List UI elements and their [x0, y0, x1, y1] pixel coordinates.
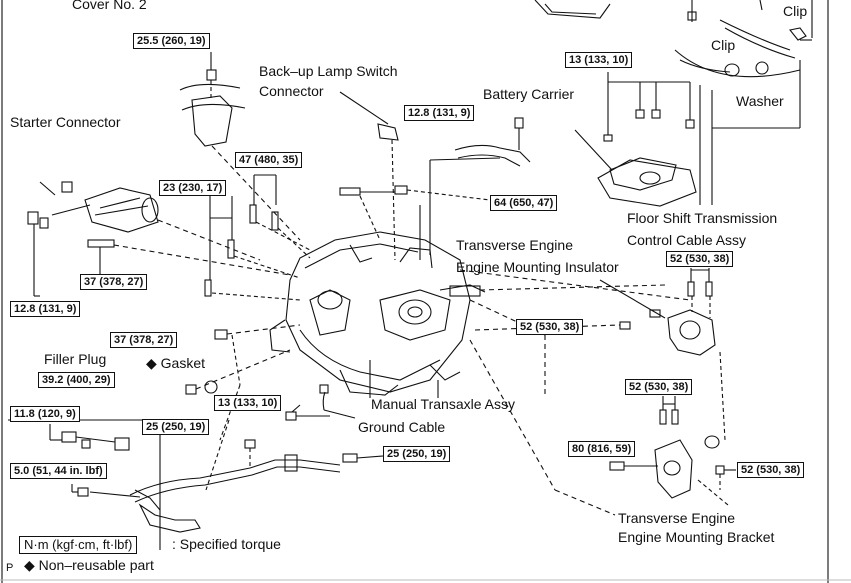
- floor-shift-label-1: Floor Shift Transmission: [627, 210, 778, 226]
- insulator-label-1: Transverse Engine: [456, 237, 573, 253]
- ground-cable-label: Ground Cable: [358, 419, 446, 435]
- battery-carrier-label: Battery Carrier: [483, 86, 575, 102]
- torque-spec: 5.0 (51, 44 in. lbf): [10, 463, 107, 479]
- torque-spec: 52 (530, 38): [666, 251, 734, 267]
- torque-spec: 47 (480, 35): [235, 152, 303, 168]
- manual-transaxle-label: Manual Transaxle Assy: [371, 396, 515, 412]
- torque-spec: 80 (816, 59): [568, 441, 636, 457]
- cover-label: Cover No. 2: [72, 0, 147, 12]
- torque-spec: 13 (133, 10): [214, 395, 282, 411]
- floor-shift-label-2: Control Cable Assy: [627, 232, 747, 248]
- torque-spec: 52 (530, 38): [625, 379, 693, 395]
- torque-spec: 37 (378, 27): [80, 274, 148, 290]
- torque-spec: 25.5 (260, 19): [133, 33, 210, 49]
- torque-spec: 12.8 (131, 9): [404, 105, 475, 121]
- torque-spec: 12.8 (131, 9): [10, 301, 81, 317]
- torque-spec: 52 (530, 38): [516, 319, 584, 335]
- torque-spec: 23 (230, 17): [159, 180, 227, 196]
- bracket-label-2: Engine Mounting Bracket: [618, 529, 775, 545]
- gasket-label: ◆ Gasket: [146, 355, 206, 371]
- legend-specified-torque: : Specified torque: [172, 536, 281, 552]
- torque-spec: 25 (250, 19): [383, 446, 451, 462]
- legend-non-reusable: ◆ Non–reusable part: [24, 557, 154, 573]
- torque-spec: 37 (378, 27): [110, 332, 178, 348]
- torque-spec: 25 (250, 19): [142, 419, 210, 435]
- clip-top-label: Clip: [783, 3, 808, 19]
- legend-unit-box: N·m (kgf·cm, ft·lbf): [19, 536, 138, 554]
- torque-spec: 52 (530, 38): [737, 462, 805, 478]
- torque-spec: 11.8 (120, 9): [10, 406, 80, 422]
- insulator-label-2: Engine Mounting Insulator: [456, 259, 619, 275]
- bracket-label-1: Transverse Engine: [618, 510, 735, 526]
- filler-plug-label: Filler Plug: [44, 351, 107, 367]
- backup-switch-label-2: Connector: [259, 83, 324, 99]
- legend-p-mark: P: [6, 562, 14, 574]
- torque-spec: 64 (650, 47): [490, 195, 558, 211]
- torque-spec: 39.2 (400, 29): [38, 372, 115, 388]
- clip-label: Clip: [711, 37, 736, 53]
- starter-connector-label: Starter Connector: [10, 114, 121, 130]
- backup-switch-label-1: Back–up Lamp Switch: [259, 63, 398, 79]
- torque-spec: 13 (133, 10): [565, 52, 633, 68]
- washer-label: Washer: [736, 93, 784, 109]
